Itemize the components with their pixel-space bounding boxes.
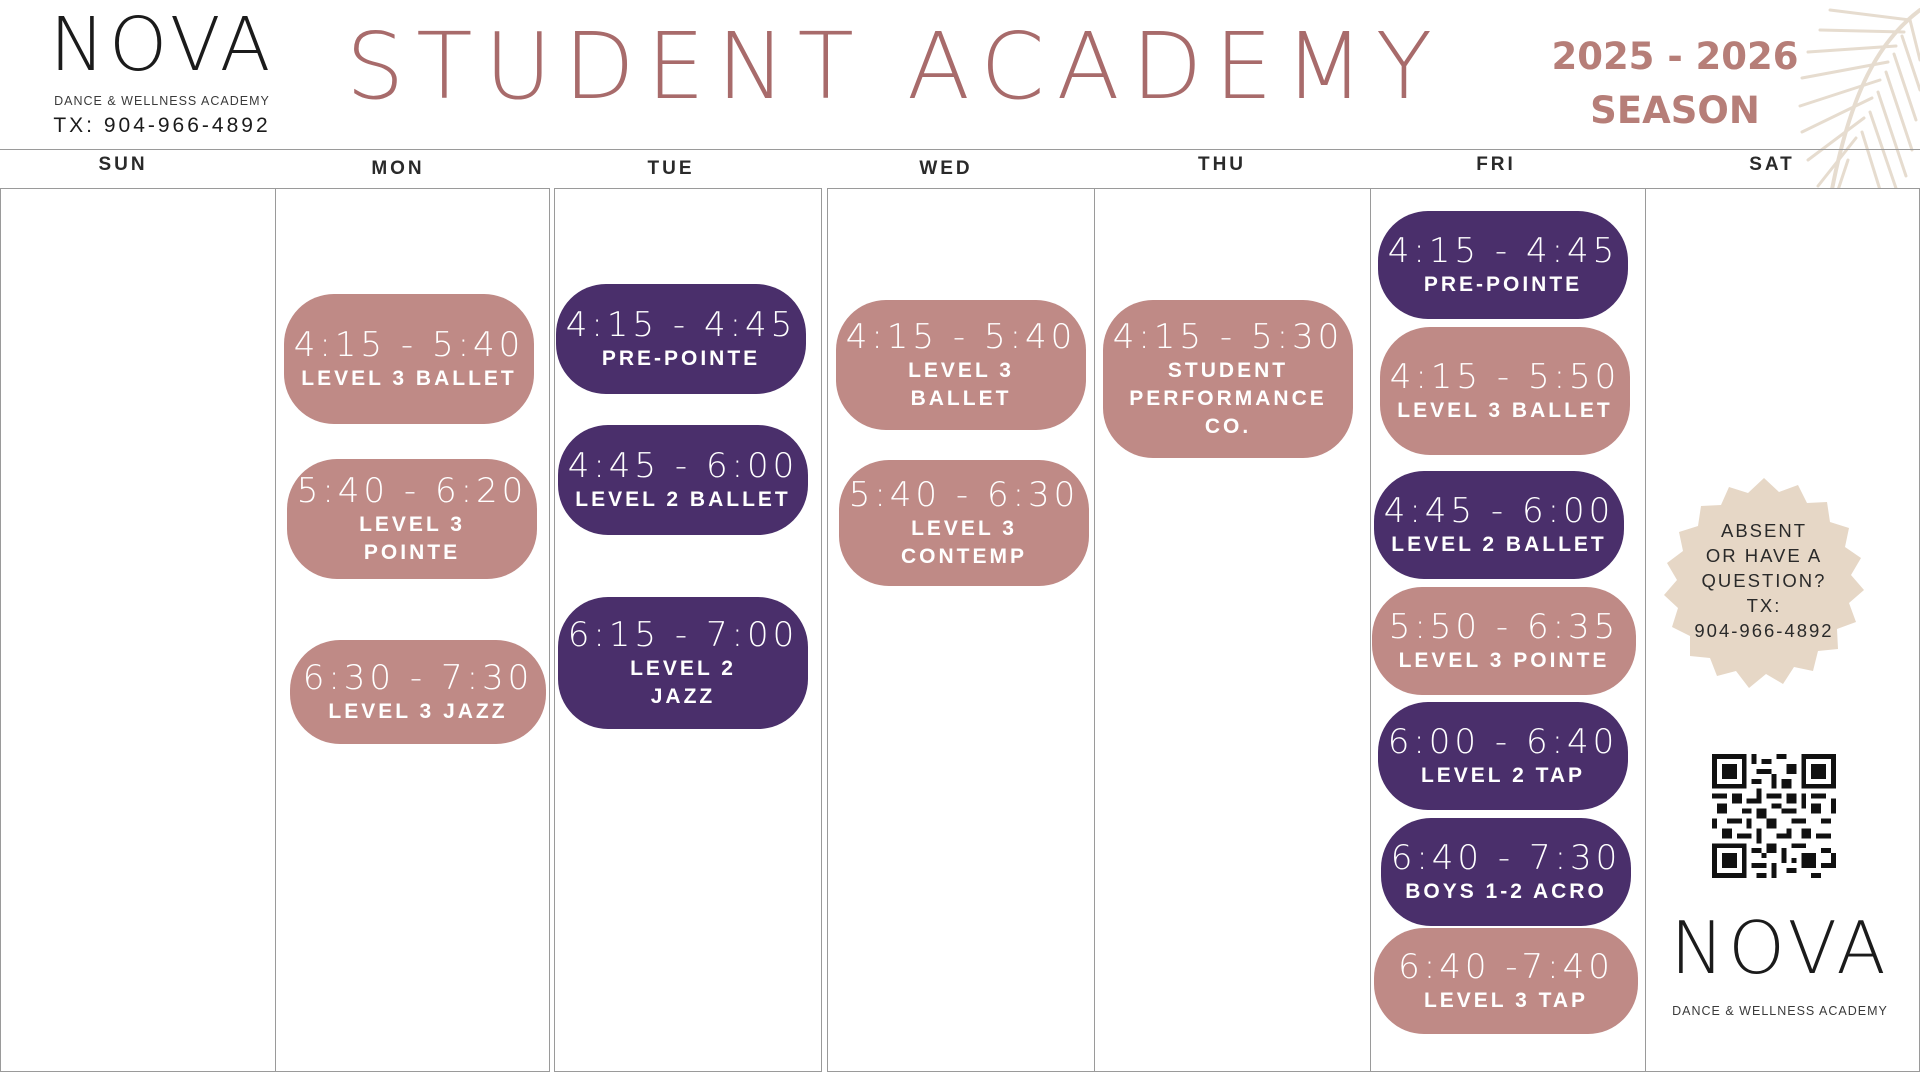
class-name: LEVEL 2 BALLET — [575, 488, 791, 511]
badge-line: TX: — [1746, 595, 1782, 616]
class-time: 4:15 - 4:45 — [565, 305, 797, 345]
question-badge: ABSENT OR HAVE A QUESTION? TX: 904-966-4… — [1664, 478, 1864, 690]
class-time: 4:45 - 6:00 — [1383, 491, 1615, 531]
season-word: SEASON — [1590, 89, 1760, 132]
season-years: 2025 - 2026 — [1551, 35, 1799, 78]
class-name: LEVEL 3 JAZZ — [328, 700, 508, 723]
nova-logo-footer: NOVA DANCE & WELLNESS ACADEMY — [1660, 912, 1900, 1022]
class-time: 6:15 - 7:00 — [567, 615, 799, 655]
class-name: LEVEL 3 CONTEMP — [901, 517, 1027, 568]
class-name: LEVEL 3 POINTE — [359, 513, 465, 564]
class-card: 6:30 - 7:30 LEVEL 3 JAZZ — [290, 640, 546, 744]
class-card: 6:40 - 7:30 BOYS 1-2 ACRO — [1381, 818, 1631, 926]
class-time: 4:15 - 5:40 — [845, 317, 1077, 357]
day-header-mon: MON — [371, 158, 425, 179]
class-name: LEVEL 3 BALLET — [1397, 399, 1613, 422]
class-card: 4:15 - 5:40 LEVEL 3 BALLET — [284, 294, 534, 424]
class-name: LEVEL 3 TAP — [1423, 989, 1589, 1012]
logo-wordmark: NOVA — [1670, 906, 1890, 990]
class-name: LEVEL 2 JAZZ — [630, 657, 736, 708]
class-time: 6:40 -7:40 — [1398, 947, 1614, 987]
class-name: BOYS 1-2 ACRO — [1405, 880, 1607, 903]
class-time: 4:15 - 5:30 — [1112, 317, 1344, 357]
class-card: 4:15 - 5:30 STUDENT PERFORMANCE CO. — [1103, 300, 1353, 458]
starburst-shape — [1664, 478, 1864, 688]
class-time: 5:40 - 6:20 — [296, 471, 528, 511]
class-time: 6:30 - 7:30 — [302, 658, 534, 698]
badge-line: ABSENT — [1720, 520, 1808, 541]
class-card: 4:45 - 6:00 LEVEL 2 BALLET — [558, 425, 808, 535]
logo-wordmark: NOVA — [49, 2, 275, 88]
class-name: STUDENT PERFORMANCE CO. — [1129, 359, 1327, 438]
badge-line: QUESTION? — [1701, 570, 1827, 591]
class-time: 4:45 - 6:00 — [567, 446, 799, 486]
class-card: 6:00 - 6:40 LEVEL 2 TAP — [1378, 702, 1628, 810]
logo-phone: TX: 904-966-4892 — [53, 114, 271, 137]
class-card: 4:45 - 6:00 LEVEL 2 BALLET — [1374, 471, 1624, 579]
logo-subtitle: DANCE & WELLNESS ACADEMY — [54, 94, 270, 108]
nova-logo: NOVA DANCE & WELLNESS ACADEMY TX: 904-96… — [42, 8, 282, 148]
class-time: 6:00 - 6:40 — [1387, 722, 1619, 762]
logo-subtitle: DANCE & WELLNESS ACADEMY — [1672, 1004, 1888, 1018]
class-card: 4:15 - 4:45 PRE-POINTE — [1378, 211, 1628, 319]
header-divider — [0, 149, 1920, 150]
class-time: 5:40 - 6:30 — [848, 475, 1080, 515]
class-time: 5:50 - 6:35 — [1388, 607, 1620, 647]
day-header-sat: SAT — [1749, 154, 1795, 175]
class-card: 5:40 - 6:20 LEVEL 3 POINTE — [287, 459, 537, 579]
day-header-sun: SUN — [98, 154, 148, 175]
class-name: PRE-POINTE — [601, 347, 761, 370]
class-name: LEVEL 3 BALLET — [908, 359, 1014, 410]
season-label: 2025 - 2026 SEASON — [1520, 30, 1830, 138]
class-time: 4:15 - 4:45 — [1387, 231, 1619, 271]
badge-text: ABSENT OR HAVE A QUESTION? TX: 904-966-4… — [1664, 518, 1864, 643]
column-sun — [0, 188, 277, 1072]
class-card: 6:40 -7:40 LEVEL 3 TAP — [1374, 928, 1638, 1034]
class-card: 4:15 - 5:50 LEVEL 3 BALLET — [1380, 327, 1630, 455]
class-time: 4:15 - 5:50 — [1389, 357, 1621, 397]
class-card: 4:15 - 4:45 PRE-POINTE — [556, 284, 806, 394]
badge-phone: 904-966-4892 — [1694, 620, 1834, 641]
class-name: LEVEL 3 POINTE — [1398, 649, 1610, 672]
badge-line: OR HAVE A — [1705, 545, 1823, 566]
class-name: LEVEL 2 TAP — [1420, 764, 1586, 787]
day-header-fri: FRI — [1476, 154, 1516, 175]
class-time: 6:40 - 7:30 — [1390, 838, 1622, 878]
class-name: LEVEL 2 BALLET — [1391, 533, 1607, 556]
class-card: 5:40 - 6:30 LEVEL 3 CONTEMP — [839, 460, 1089, 586]
class-name: LEVEL 3 BALLET — [301, 367, 517, 390]
class-card: 6:15 - 7:00 LEVEL 2 JAZZ — [558, 597, 808, 729]
qr-code-icon — [1712, 754, 1836, 878]
day-header-wed: WED — [919, 158, 973, 179]
page-title: STUDENT ACADEMY — [345, 13, 1445, 120]
class-name: PRE-POINTE — [1423, 273, 1583, 296]
class-card: 4:15 - 5:40 LEVEL 3 BALLET — [836, 300, 1086, 430]
day-header-tue: TUE — [647, 158, 695, 179]
class-time: 4:15 - 5:40 — [293, 325, 525, 365]
class-card: 5:50 - 6:35 LEVEL 3 POINTE — [1372, 587, 1636, 695]
day-header-thu: THU — [1197, 154, 1247, 175]
